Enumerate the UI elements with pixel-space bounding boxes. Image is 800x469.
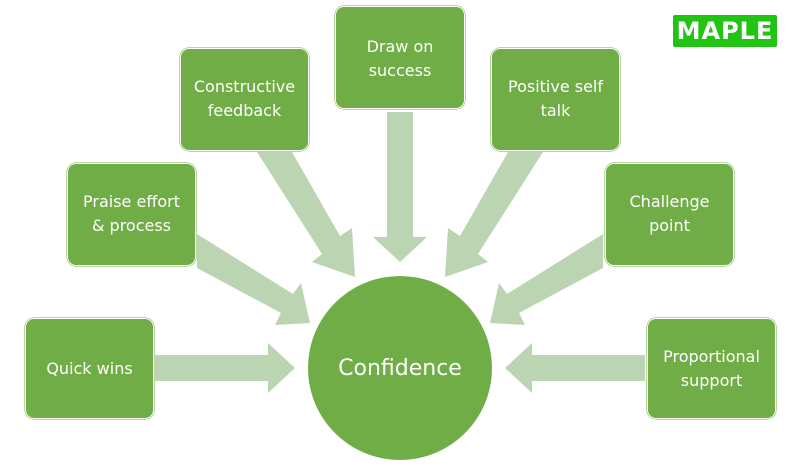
arrow-draw-on-success [373,112,427,262]
arrow-challenge-point [490,234,603,325]
factor-label: Constructive feedback [193,77,296,120]
factor-draw-on-success: Draw on success [335,6,465,109]
center-label: Confidence [338,355,462,381]
factor-label: Quick wins [46,358,133,378]
arrow-positive-self-talk [445,152,543,277]
factor-label: Challenge point [629,192,710,235]
factor-proportional-support: Proportional support [647,318,776,419]
factor-praise-effort: Praise effort & process [67,163,196,266]
arrow-proportional-support [505,343,645,393]
center-confidence: Confidence [308,276,492,460]
factor-label: Praise effort & process [83,192,180,235]
factor-constructive-feedback: Constructive feedback [180,48,309,151]
arrow-constructive-feedback [257,152,355,277]
arrow-quick-wins [155,343,295,393]
arrow-praise-effort [197,234,310,325]
factor-label: Draw on success [366,37,434,80]
logo-text: MAPLE [676,17,774,45]
factor-challenge-point: Challenge point [605,163,734,266]
maple-logo: MAPLE [673,15,777,47]
factor-label: Proportional support [663,346,760,390]
factor-quick-wins: Quick wins [25,318,154,419]
factor-label: Positive self talk [507,77,604,120]
factor-positive-self-talk: Positive self talk [491,48,620,151]
